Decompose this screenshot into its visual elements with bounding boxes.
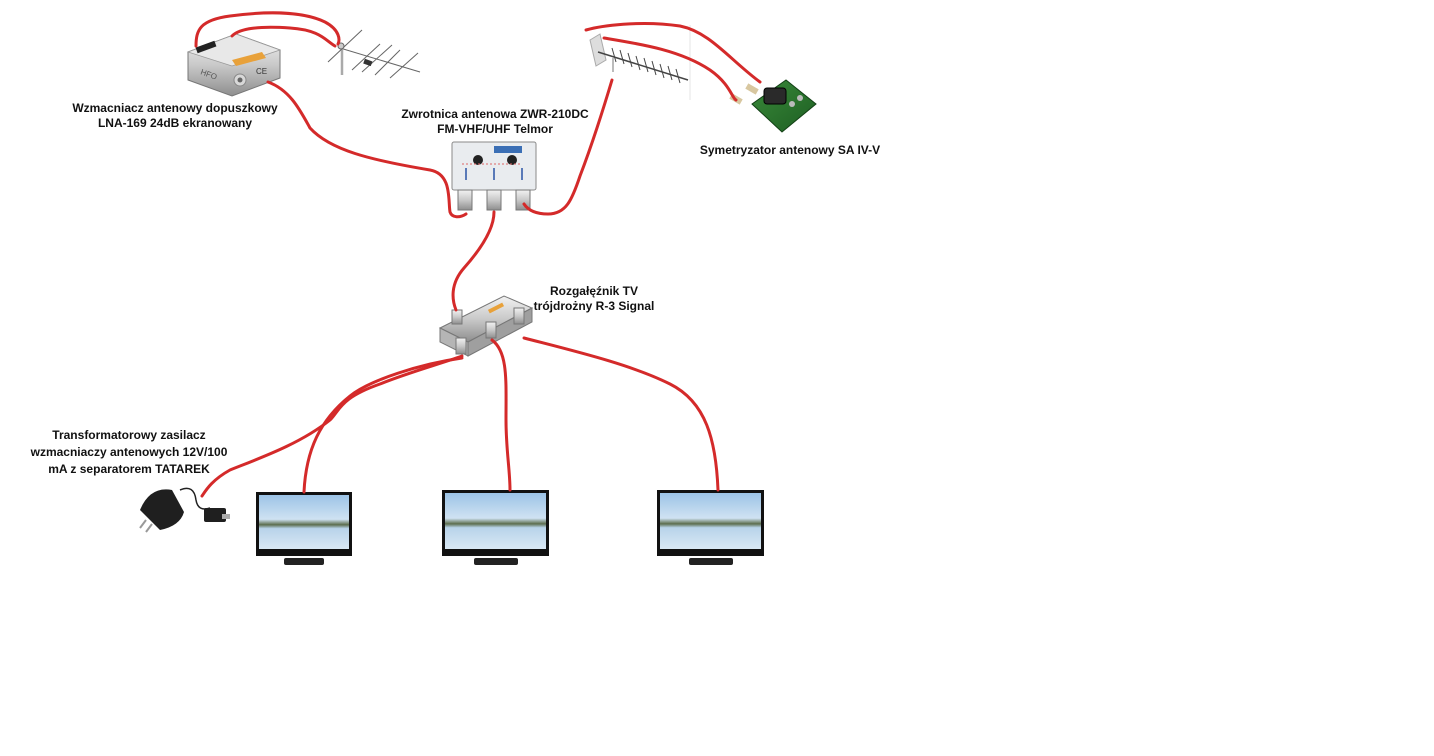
vhf-antenna-icon	[327, 29, 421, 79]
wire-amplifier-to-diplexer	[266, 80, 468, 219]
power-supply-label: Transformatorowy zasilacz wzmacniaczy an…	[26, 427, 232, 478]
uhf-antenna-icon	[589, 33, 689, 84]
wire-amplifier-to-vhf-antenna-1	[194, 11, 341, 48]
splitter-label-line-1: Rozgałęźnik TV	[549, 284, 638, 298]
diplexer-label-line-2: FM-VHF/UHF Telmor	[437, 122, 553, 136]
balun-label-line-1: Symetryzator antenowy SA IV-V	[699, 143, 881, 157]
amplifier-label: Wzmacniacz antenowy dopuszkowy LNA-169 2…	[62, 101, 288, 131]
amplifier-icon: HFO CE	[186, 33, 282, 97]
power-supply-label-line-2: wzmacniaczy antenowych 12V/100	[30, 445, 228, 459]
amplifier-label-line-1: Wzmacniacz antenowy dopuszkowy	[72, 101, 278, 115]
wire-uhf-antenna-to-balun-1	[584, 21, 762, 84]
wire-diplexer-to-splitter	[451, 210, 496, 312]
wire-amplifier-to-vhf-antenna-2	[230, 25, 337, 48]
amplifier-label-line-2: LNA-169 24dB ekranowany	[97, 116, 253, 130]
power-supply-icon	[139, 487, 230, 533]
svg-text:CE: CE	[256, 67, 267, 76]
wire-splitter-to-tv-3	[522, 336, 720, 492]
balun-board-icon	[729, 79, 817, 133]
wire-uhf-antenna-to-diplexer	[522, 78, 614, 216]
tv-icon	[256, 492, 352, 565]
wire-splitter-to-tv-2	[490, 338, 512, 492]
wire-splitter-to-tv-1	[302, 356, 464, 494]
power-supply-label-line-3: mA z separatorem TATAREK	[48, 462, 210, 476]
wire-splitter-to-power-supply	[200, 354, 464, 498]
splitter-icon	[438, 295, 534, 357]
diplexer-label-line-1: Zwrotnica antenowa ZWR-210DC	[401, 107, 589, 121]
tv-icon	[657, 490, 764, 565]
splitter-label-line-2: trójdrożny R-3 Signal	[533, 299, 655, 313]
wire-uhf-antenna-to-balun-2	[602, 36, 738, 102]
diplexer-label: Zwrotnica antenowa ZWR-210DC FM-VHF/UHF …	[384, 107, 606, 137]
wires	[194, 11, 762, 498]
power-supply-label-line-1: Transformatorowy zasilacz	[52, 428, 206, 442]
diplexer-icon	[451, 141, 537, 211]
tv-icon	[442, 490, 549, 565]
balun-label: Symetryzator antenowy SA IV-V	[690, 143, 890, 158]
splitter-label: Rozgałęźnik TV trójdrożny R-3 Signal	[524, 284, 664, 314]
